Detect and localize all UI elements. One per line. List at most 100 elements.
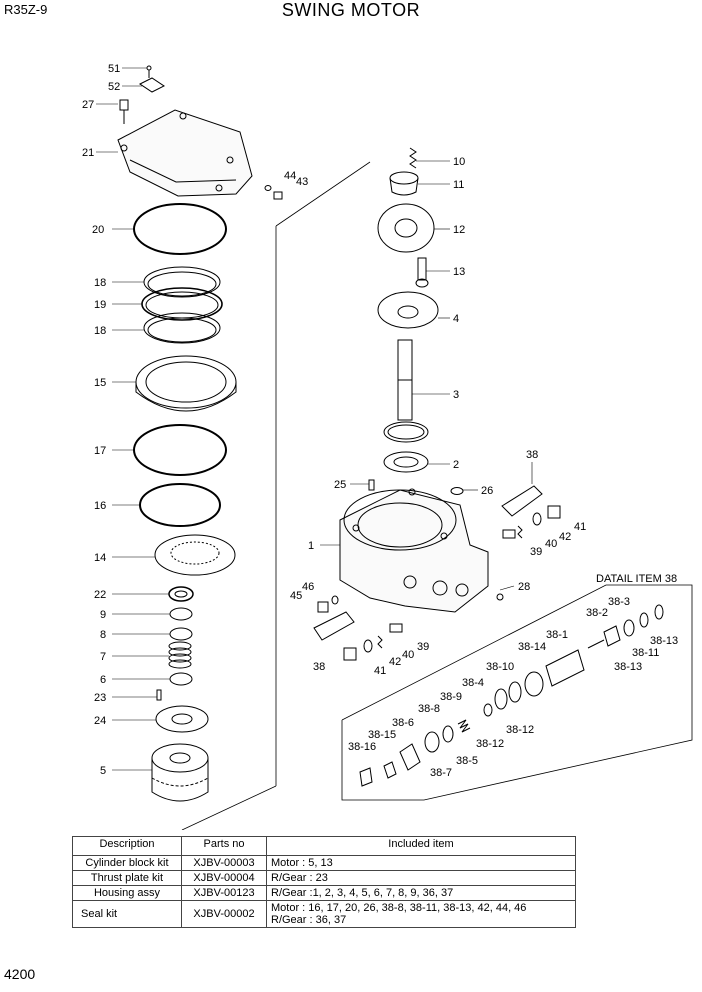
callout-42-left: 42 — [389, 656, 401, 668]
part-38-valve-right — [501, 485, 543, 517]
part-1-housing — [339, 488, 489, 613]
part-21-cover — [117, 109, 253, 197]
part-4-thrust-plate — [377, 291, 439, 329]
callout-38-15: 38-15 — [368, 729, 396, 741]
callout-10: 10 — [453, 156, 465, 168]
part-39-plug-left — [389, 623, 403, 633]
callout-3: 3 — [453, 389, 459, 401]
callout-8: 8 — [100, 629, 106, 641]
callout-18-upper: 18 — [94, 277, 106, 289]
callout-9: 9 — [100, 609, 106, 621]
cell-parts-no: XJBV-00002 — [181, 900, 267, 928]
callout-38-8: 38-8 — [418, 703, 440, 715]
page-number: 4200 — [4, 966, 36, 982]
callout-13: 13 — [453, 266, 465, 278]
callout-23: 23 — [94, 692, 106, 704]
cell-included: Motor : 5, 13 — [266, 855, 576, 871]
part-42-oring-left — [363, 639, 373, 653]
cell-description: Thrust plate kit — [72, 870, 182, 886]
part-12-shoe-plate — [377, 203, 435, 253]
callout-5: 5 — [100, 765, 106, 777]
part-9-washer — [169, 607, 193, 621]
part-8-washer — [169, 627, 193, 641]
part-40-spring-right — [517, 525, 523, 539]
callout-38-7: 38-7 — [430, 767, 452, 779]
cell-included: Motor : 16, 17, 20, 26, 38-8, 38-11, 38-… — [266, 900, 576, 928]
included-line: Motor : 16, 17, 20, 26, 38-8, 38-11, 38-… — [271, 902, 527, 914]
included-line: R/Gear : 36, 37 — [271, 914, 347, 926]
part-27-bolt — [119, 99, 129, 124]
table-row: Seal kit XJBV-00002 Motor : 16, 17, 20, … — [72, 900, 576, 928]
callout-38-13-lower: 38-13 — [614, 661, 642, 673]
callout-38-11: 38-11 — [632, 647, 659, 659]
callout-39-right: 39 — [530, 546, 542, 558]
part-10-spring — [409, 147, 417, 169]
callout-38-left: 38 — [313, 661, 325, 673]
leader-lines — [96, 67, 533, 771]
table-row: Cylinder block kit XJBV-00003 Motor : 5,… — [72, 855, 576, 871]
callout-14: 14 — [94, 552, 106, 564]
callout-1: 1 — [308, 540, 314, 552]
callout-45: 45 — [290, 590, 302, 602]
callout-38-4: 38-4 — [462, 677, 484, 689]
callout-44: 44 — [284, 170, 296, 182]
callout-38-12-right: 38-12 — [506, 724, 534, 736]
part-52-plate — [139, 77, 165, 93]
callout-38-5: 38-5 — [456, 755, 478, 767]
part-19-ring — [141, 287, 223, 321]
part-25-pin — [368, 479, 375, 491]
callout-4: 4 — [453, 313, 459, 325]
table-header-row: Description Parts no Included item — [72, 836, 576, 856]
callout-28: 28 — [518, 581, 530, 593]
detail-38-parts — [359, 604, 664, 787]
part-7-spring — [168, 641, 192, 669]
callout-38-1: 38-1 — [546, 629, 568, 641]
part-23-pin — [156, 689, 162, 701]
cell-description: Seal kit — [72, 900, 182, 928]
table-row: Thrust plate kit XJBV-00004 R/Gear : 23 — [72, 870, 576, 886]
callout-6: 6 — [100, 674, 106, 686]
part-3-shaft — [397, 339, 413, 421]
section-frame — [181, 161, 693, 830]
part-44-oring — [264, 185, 272, 191]
callout-19: 19 — [94, 299, 106, 311]
part-5-cylinder-block — [151, 743, 209, 802]
part-41-plug-left — [343, 647, 357, 661]
part-16-oring — [139, 483, 221, 527]
part-38-valve-left — [313, 611, 355, 641]
callout-25: 25 — [334, 479, 346, 491]
included-line: R/Gear : 23 — [271, 872, 328, 884]
part-2-bearing — [383, 451, 429, 473]
callout-15: 15 — [94, 377, 106, 389]
page-title: SWING MOTOR — [281, 0, 421, 20]
callout-18-lower: 18 — [94, 325, 106, 337]
callout-46: 46 — [302, 581, 314, 593]
kit-table: Description Parts no Included item Cylin… — [72, 836, 576, 928]
part-11-retainer — [389, 171, 419, 196]
col-parts-no: Parts no — [181, 836, 267, 856]
callout-7: 7 — [100, 651, 106, 663]
callout-38-16: 38-16 — [348, 741, 376, 753]
part-43-plug — [273, 191, 283, 200]
callout-43: 43 — [296, 176, 308, 188]
callout-39-left: 39 — [417, 641, 429, 653]
part-6-washer — [169, 672, 193, 686]
callout-42-right: 42 — [559, 531, 571, 543]
callout-41-right: 41 — [574, 521, 586, 533]
callout-40-left: 40 — [402, 649, 414, 661]
cell-description: Housing assy — [72, 885, 182, 901]
col-included-item: Included item — [266, 836, 576, 856]
part-22-collar — [168, 586, 194, 602]
callout-2: 2 — [453, 459, 459, 471]
callout-22: 22 — [94, 589, 106, 601]
part-46-oring — [331, 595, 339, 605]
part-42-oring-right — [532, 512, 542, 526]
callout-38-2: 38-2 — [586, 607, 608, 619]
table-row: Housing assy XJBV-00123 R/Gear :1, 2, 3,… — [72, 885, 576, 901]
cell-parts-no: XJBV-00003 — [181, 855, 267, 871]
part-26-oring — [450, 487, 464, 495]
callout-21: 21 — [82, 147, 94, 159]
part-20-oring — [133, 203, 227, 255]
included-line: Motor : 5, 13 — [271, 857, 333, 869]
model-code: R35Z-9 — [4, 2, 48, 17]
